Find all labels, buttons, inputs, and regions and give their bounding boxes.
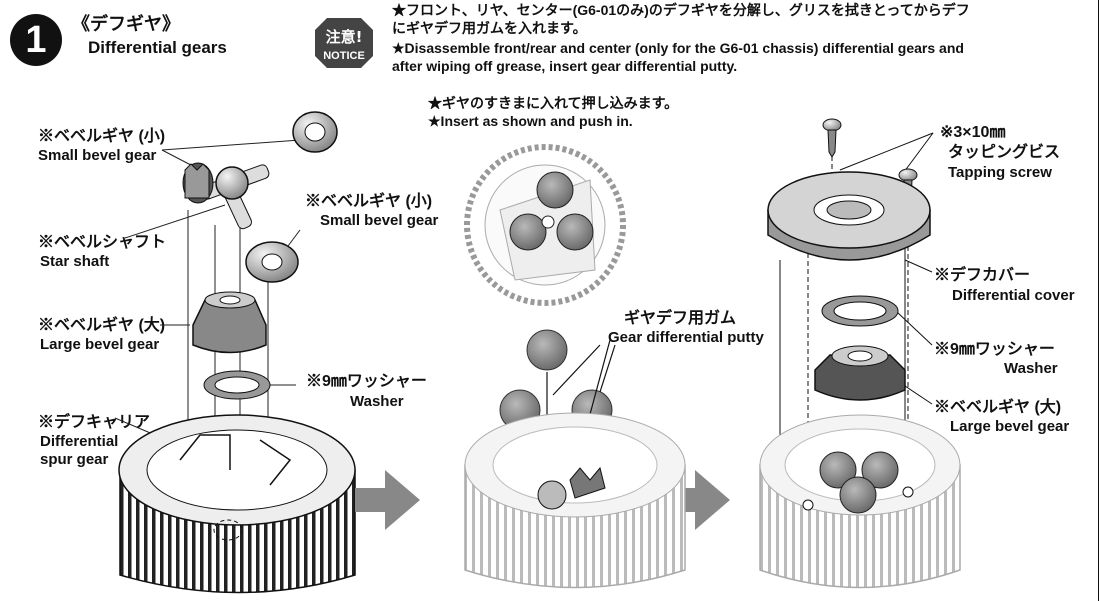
tapping-screw-left [798,178,818,218]
washer-right [821,295,899,327]
step-arrow-2 [665,470,730,530]
label-screw-jp2: タッピングビス [948,144,1061,161]
notice-line2-en: after wiping off grease, insert gear dif… [392,58,738,74]
label-putty-en: Gear differential putty [608,329,764,346]
label-screw-jp1: ※3×10㎜ [940,124,1006,141]
small-bevel-gear-top [292,111,338,153]
label-small-bevel-en: Small bevel gear [38,147,157,164]
star-shaft-cluster [182,162,270,230]
insert-instruction-en: ★Insert as shown and push in. [428,113,633,129]
label-carrier-en2: spur gear [40,451,109,468]
notice-badge-icon: 注意! NOTICE [315,18,373,68]
notice-line2-jp: にギヤデフ用ガムを入れます。 [392,20,587,36]
label-large-bevel-jp: ※ベベルギヤ (大) [38,317,166,334]
label-small-bevel2-en: Small bevel gear [320,212,439,229]
label-screw-en: Tapping screw [948,164,1052,181]
notice-badge-jp: 注意! [326,28,363,46]
notice-line1-en: ★Disassemble front/rear and center (only… [392,40,964,56]
label-cover-en: Differential cover [952,287,1075,304]
differential-carrier-right [759,414,961,589]
small-bevel-gear-side [245,241,299,283]
label-star-shaft-jp: ※ベベルシャフト [38,234,167,251]
notice-badge-en: NOTICE [323,50,365,62]
tapping-screw-top [822,118,842,158]
step-arrow-1 [355,470,420,530]
label-washer-en: Washer [350,393,404,410]
differential-cover [767,171,931,261]
page-frame-line [1098,0,1099,601]
label-small-bevel-jp: ※ベベルギヤ (小) [38,128,166,145]
tapping-screw-right [898,168,918,208]
insert-instruction-jp: ★ギヤのすきまに入れて押し込みます。 [428,95,679,111]
label-right-large-bevel-jp: ※ベベルギヤ (大) [934,399,1062,416]
middle-carrier [464,412,686,589]
step-title-jp: 《デフギヤ》 [72,14,180,34]
label-right-large-bevel-en: Large bevel gear [950,418,1070,435]
label-large-bevel-en: Large bevel gear [40,336,160,353]
label-right-washer-jp: ※9㎜ワッシャー [934,341,1055,358]
large-bevel-gear-left [192,291,267,354]
middle-putty-balls [499,329,616,479]
differential-carrier-left [118,414,356,594]
label-carrier-en1: Differential [40,433,119,450]
label-small-bevel2-jp: ※ベベルギヤ (小) [305,193,433,210]
washer-left [203,370,271,400]
right-exploded-assembly [759,118,961,589]
label-cover-jp: ※デフカバー [934,267,1031,284]
middle-top-view [464,144,626,306]
label-star-shaft-en: Star shaft [40,253,110,270]
label-washer-jp: ※9㎜ワッシャー [306,373,427,390]
label-carrier-jp: ※デフキャリア [38,414,151,431]
large-bevel-gear-right [814,345,906,401]
step-number-badge: 1 [10,14,62,66]
step-title-en: Differential gears [88,38,227,57]
notice-line1-jp: ★フロント、リヤ、センター(G6-01のみ)のデフギヤを分解し、グリスを拭きとっ… [392,2,970,18]
label-putty-jp: ギヤデフ用ガム [624,310,737,327]
label-right-washer-en: Washer [1004,360,1058,377]
